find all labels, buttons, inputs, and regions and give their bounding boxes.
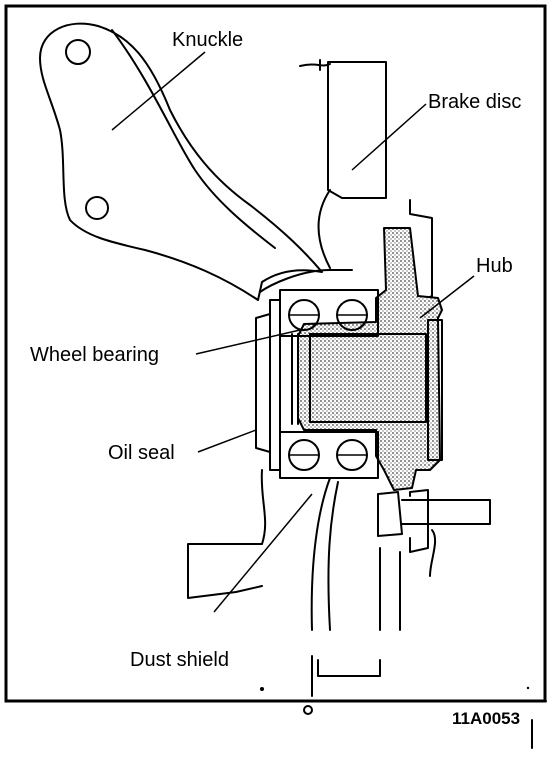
label-hub: Hub [476, 255, 513, 277]
label-wheel-bearing: Wheel bearing [30, 344, 159, 366]
knuckle-shape [39, 22, 323, 301]
oil-seal-shape [187, 299, 281, 599]
dust-shield-shape [303, 477, 437, 715]
leader-dust-shield [213, 493, 313, 613]
leader-brake-disc [351, 103, 427, 171]
label-oil-seal: Oil seal [108, 442, 175, 464]
leader-knuckle [111, 51, 206, 131]
hub-shape [291, 227, 443, 491]
leader-hub [419, 275, 475, 319]
stud-bolt-shape [377, 489, 491, 553]
label-brake-disc: Brake disc [428, 91, 521, 113]
stray-dot [260, 687, 264, 691]
label-dust-shield: Dust shield [130, 649, 229, 671]
leader-wheel-bearing [195, 329, 301, 355]
figure-code: 11A0053 [452, 709, 520, 728]
leader-oil-seal [197, 429, 257, 453]
label-knuckle: Knuckle [172, 29, 243, 51]
stray-dot [526, 686, 530, 690]
